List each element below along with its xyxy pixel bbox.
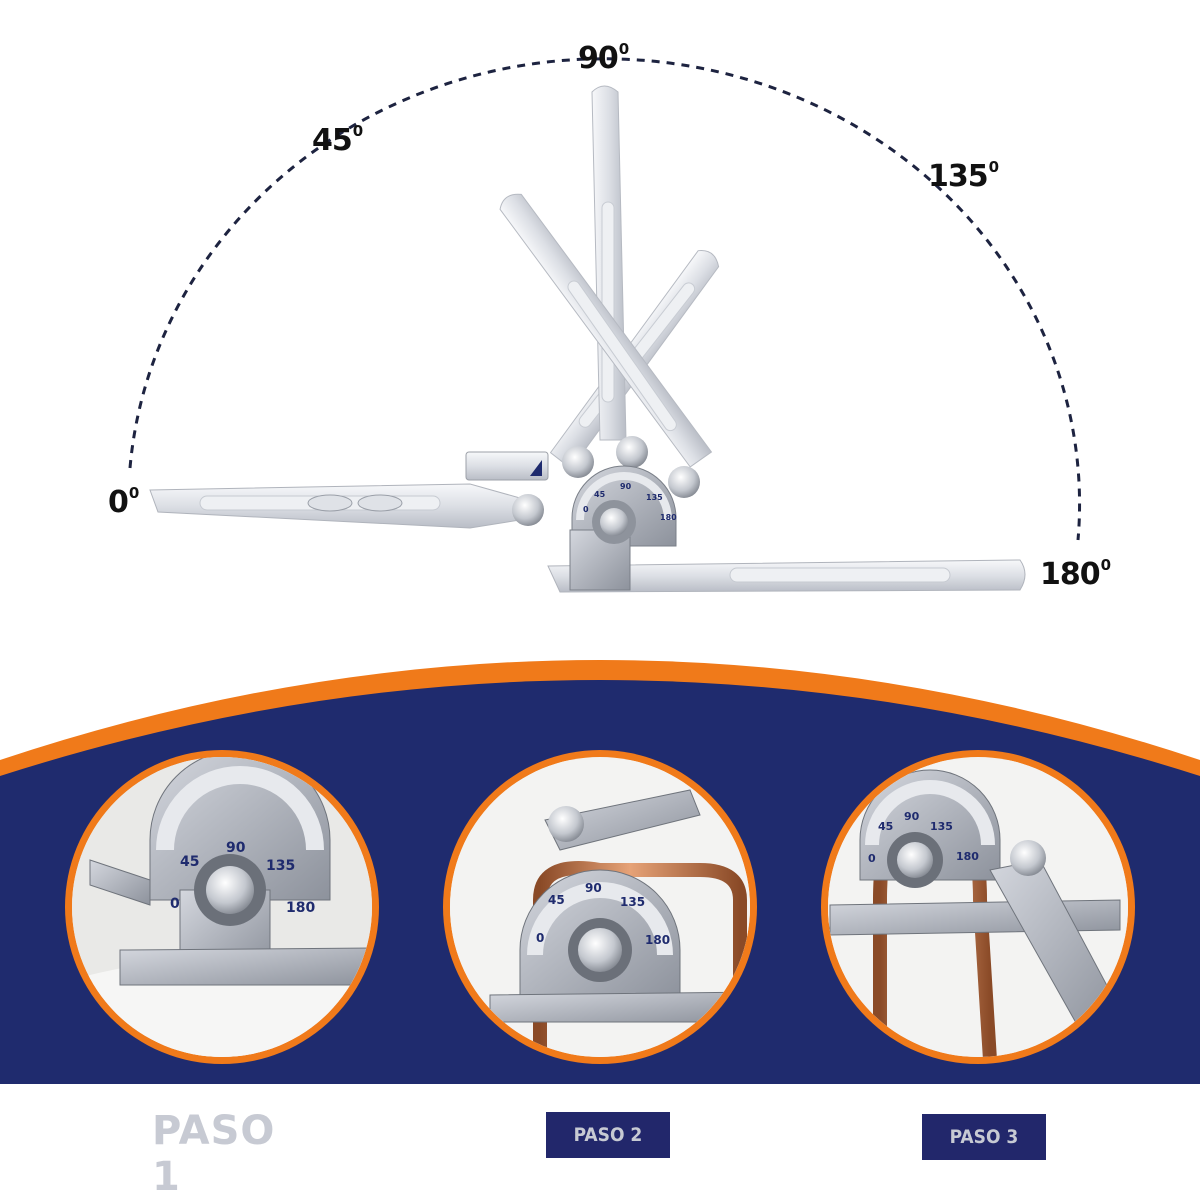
svg-text:135: 135 xyxy=(646,493,663,502)
svg-text:180: 180 xyxy=(645,933,670,947)
svg-text:45: 45 xyxy=(180,854,199,870)
svg-text:135: 135 xyxy=(930,820,953,833)
svg-text:45: 45 xyxy=(548,893,565,907)
svg-text:45: 45 xyxy=(878,820,893,833)
handle-135 xyxy=(499,193,713,468)
svg-text:0: 0 xyxy=(583,505,589,514)
step-3-label: PASO 3 xyxy=(922,1114,1046,1160)
svg-text:135: 135 xyxy=(266,858,295,874)
step-2-label: PASO 2 xyxy=(546,1112,670,1158)
angle-label-135: 1350 xyxy=(928,158,999,194)
svg-text:180: 180 xyxy=(660,513,677,522)
svg-text:90: 90 xyxy=(585,881,602,895)
handle-180 xyxy=(547,559,1026,593)
svg-text:180: 180 xyxy=(286,900,315,916)
svg-text:90: 90 xyxy=(620,482,632,491)
svg-text:135: 135 xyxy=(620,895,645,909)
angle-label-180: 1800 xyxy=(1040,556,1111,592)
handle-0 xyxy=(149,451,549,529)
svg-text:90: 90 xyxy=(226,840,246,856)
svg-text:0: 0 xyxy=(868,852,876,865)
bender-hub xyxy=(569,465,677,591)
step-3-photo: 0 45 90 135 180 xyxy=(821,750,1135,1064)
svg-text:0: 0 xyxy=(170,896,180,912)
step-2-photo: 0 45 90 135 180 xyxy=(443,750,757,1064)
svg-text:90: 90 xyxy=(904,810,920,823)
svg-text:0: 0 xyxy=(536,931,544,945)
angle-label-0: 00 xyxy=(108,484,139,520)
angle-label-90: 900 xyxy=(578,40,629,76)
step-1-photo: 0 45 90 135 180 xyxy=(65,750,379,1064)
step-1-label: PASO 1 xyxy=(152,1108,276,1200)
svg-text:45: 45 xyxy=(594,490,606,499)
angle-arc xyxy=(128,57,1082,541)
svg-text:180: 180 xyxy=(956,850,979,863)
angle-label-45: 450 xyxy=(312,122,363,158)
handle-90 xyxy=(591,85,627,441)
